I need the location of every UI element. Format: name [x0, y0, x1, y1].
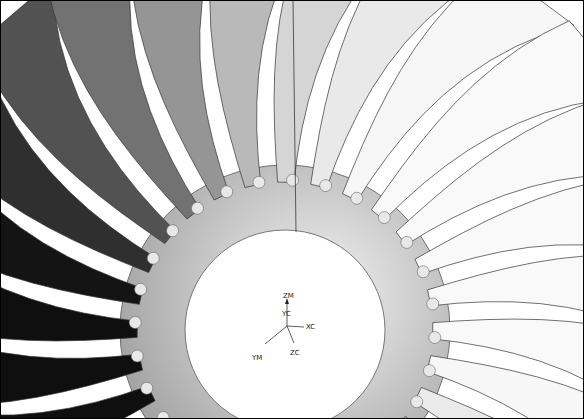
- blade-fillet: [417, 266, 429, 278]
- axis-label: XC: [306, 323, 315, 331]
- blade-fillet: [401, 236, 413, 248]
- blade-fillet: [131, 350, 143, 362]
- axis-label: ZC: [290, 349, 300, 357]
- axis-line: [265, 326, 287, 344]
- blade-fillet: [129, 317, 141, 329]
- blade: [395, 416, 584, 419]
- blade: [427, 255, 584, 366]
- blade-fillet: [135, 283, 147, 295]
- blade: [414, 387, 584, 419]
- blade-fillet: [423, 365, 435, 377]
- blade-fillet: [378, 212, 390, 224]
- axis-label: ZM: [283, 292, 294, 300]
- axis-label: YC: [282, 310, 291, 318]
- blade-fillet: [221, 186, 233, 198]
- blade-fillet: [167, 225, 179, 237]
- blade-fillet: [157, 412, 169, 419]
- blade-fillet: [141, 382, 153, 394]
- blade-fillet: [429, 331, 441, 343]
- bore: [185, 230, 385, 419]
- construction-line: [293, 0, 296, 232]
- blade-fillet: [351, 192, 363, 204]
- blade-fillet: [191, 202, 203, 214]
- blade-fillet: [253, 176, 265, 188]
- blade-fillet: [411, 396, 423, 408]
- axis-label: YM: [252, 354, 262, 362]
- blade-fillet: [147, 252, 159, 264]
- blade-fillet: [320, 180, 332, 192]
- axis-line: [287, 326, 304, 327]
- blade-fillet: [286, 174, 298, 186]
- axis-line: [287, 326, 294, 343]
- blade-fillet: [427, 298, 439, 310]
